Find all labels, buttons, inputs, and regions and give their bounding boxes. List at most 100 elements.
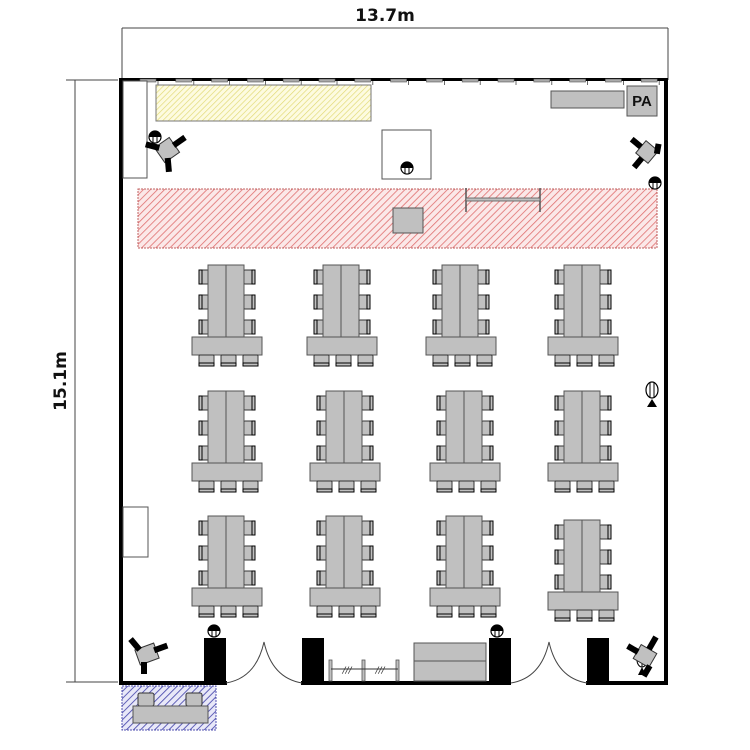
chair — [198, 480, 215, 493]
chair — [185, 692, 203, 707]
microphone-icon — [648, 176, 662, 190]
chair — [243, 570, 256, 586]
chair — [313, 319, 326, 335]
chair — [361, 545, 374, 561]
chair — [198, 445, 211, 461]
table — [425, 336, 497, 356]
chair — [480, 480, 497, 493]
chair — [313, 354, 330, 367]
chair — [599, 395, 612, 411]
table — [340, 264, 360, 338]
podium — [392, 207, 424, 234]
chair — [481, 570, 494, 586]
windows — [139, 78, 660, 85]
chair — [243, 294, 256, 310]
width-dimension: 13.7m — [121, 6, 669, 80]
chair — [458, 605, 475, 618]
window — [461, 78, 479, 83]
table-group — [306, 264, 378, 367]
table — [325, 515, 345, 589]
window — [318, 78, 336, 83]
svg-text:///: /// — [374, 666, 385, 676]
table — [581, 264, 601, 338]
chair — [481, 445, 494, 461]
chair — [316, 480, 333, 493]
window — [497, 78, 515, 83]
chair — [316, 570, 329, 586]
table-group — [425, 264, 497, 367]
window — [640, 78, 658, 83]
chair — [243, 545, 256, 561]
window — [533, 78, 551, 83]
chair — [599, 269, 612, 285]
chair — [481, 520, 494, 536]
table — [309, 462, 381, 482]
svg-text:///: /// — [341, 666, 352, 676]
chair — [316, 445, 329, 461]
table — [441, 264, 461, 338]
pillar — [204, 638, 226, 684]
reception-desk — [121, 685, 217, 731]
light-stand-bottom-left — [128, 637, 169, 674]
chair — [198, 354, 215, 367]
chair — [436, 545, 449, 561]
chair — [358, 319, 371, 335]
chair — [220, 354, 237, 367]
table — [429, 462, 501, 482]
chair — [554, 524, 567, 540]
microphone-icon — [400, 161, 414, 175]
table — [445, 390, 465, 464]
table — [225, 264, 245, 338]
table — [207, 264, 227, 338]
chair — [361, 445, 374, 461]
door-right — [510, 641, 588, 684]
table — [581, 519, 601, 593]
chair — [481, 545, 494, 561]
chair — [338, 480, 355, 493]
chair — [599, 420, 612, 436]
chair — [242, 354, 259, 367]
chair — [360, 605, 377, 618]
table-group — [191, 390, 263, 493]
chair — [599, 294, 612, 310]
table — [322, 264, 342, 338]
chair — [242, 480, 259, 493]
light-stand-top-left — [144, 134, 187, 173]
chair — [436, 570, 449, 586]
pa-label: PA — [632, 93, 652, 110]
table — [306, 336, 378, 356]
speaker-icon — [645, 381, 659, 407]
storage-cabinet — [122, 506, 149, 558]
chair — [436, 520, 449, 536]
chair — [599, 549, 612, 565]
table — [191, 462, 263, 482]
table — [343, 515, 363, 589]
storage-shelf — [413, 642, 487, 682]
chair — [598, 354, 615, 367]
chair — [243, 520, 256, 536]
width-label: 13.7m — [355, 6, 415, 26]
chair — [436, 445, 449, 461]
table — [547, 462, 619, 482]
chair — [599, 574, 612, 590]
table-group — [429, 515, 501, 618]
chair — [243, 445, 256, 461]
table — [459, 264, 479, 338]
table — [463, 390, 483, 464]
chair — [220, 605, 237, 618]
light-stand-top-right — [629, 136, 662, 170]
chair — [477, 294, 490, 310]
table — [309, 587, 381, 607]
chair — [554, 549, 567, 565]
table-group — [547, 519, 619, 622]
pa-equipment: PA — [626, 85, 658, 117]
table — [325, 390, 345, 464]
table — [191, 587, 263, 607]
chair — [316, 605, 333, 618]
table — [581, 390, 601, 464]
seating-tables — [191, 264, 619, 622]
chair — [477, 319, 490, 335]
side-cabinet — [122, 80, 148, 179]
doors — [225, 641, 588, 684]
